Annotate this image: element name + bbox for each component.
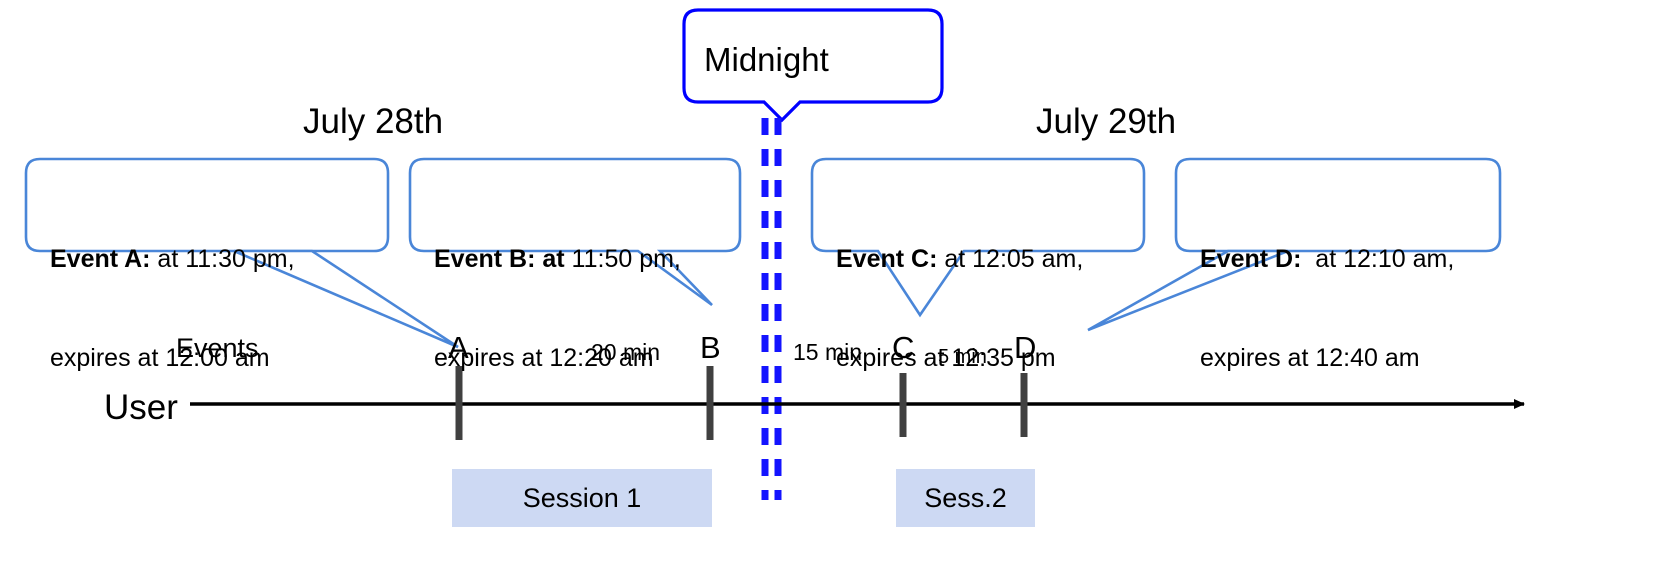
- event-tick-label-a: A: [448, 330, 469, 365]
- session-box-1: Session 1: [452, 469, 712, 527]
- date-label-july-28: July 28th: [303, 102, 444, 141]
- event-b-strong: Event B: at: [434, 244, 565, 273]
- gap-label-15-min: 15 min: [793, 339, 863, 365]
- event-d-strong: Event D:: [1200, 244, 1302, 273]
- event-c-line2: expires at 12:35 pm: [836, 344, 1056, 373]
- event-tick-label-d: D: [1014, 330, 1037, 365]
- event-c-line1-rest: at 12:05 am,: [937, 244, 1084, 273]
- session-box-2: Sess.2: [896, 469, 1035, 527]
- event-a-text: Event A: at 11:30 pm, expires at 12:00 a…: [50, 176, 295, 442]
- event-b-callout-shape: [408, 157, 742, 307]
- event-a-callout-shape: [24, 157, 459, 349]
- timeline-ticks: [455, 366, 1028, 440]
- event-b-line2: expires at 12:20 am: [434, 344, 654, 373]
- row-label-events: Events: [176, 333, 259, 363]
- event-b-line1-rest: 11:50 pm,: [564, 244, 681, 273]
- event-d-line1-rest: at 12:10 am,: [1308, 244, 1455, 273]
- event-c-text: Event C: at 12:05 am, expires at 12:35 p…: [836, 176, 1083, 442]
- event-b-text: Event B: at 11:50 pm, expires at 12:20 a…: [434, 176, 681, 442]
- event-d-text: Event D: at 12:10 am, expires at 12:40 a…: [1200, 176, 1454, 442]
- event-tick-label-b: B: [700, 330, 721, 365]
- event-tick-label-c: C: [892, 330, 915, 365]
- gap-label-5-min: 5 min: [938, 346, 987, 368]
- event-c-strong: Event C:: [836, 244, 938, 273]
- midnight-callout-shape: [682, 8, 944, 123]
- event-d-callout-shape: [1087, 157, 1502, 332]
- event-a-strong: Event A:: [50, 244, 151, 273]
- session-1-label: Session 1: [522, 482, 642, 513]
- midnight-label: Midnight: [704, 41, 829, 78]
- midnight-dashed-line: [761, 118, 782, 500]
- session-2-label: Sess.2: [924, 482, 1007, 513]
- event-c-callout-shape: [810, 157, 1146, 318]
- event-d-line2: expires at 12:40 am: [1200, 344, 1420, 373]
- gap-label-20-min: 20 min: [591, 339, 661, 365]
- event-a-line1-rest: at 11:30 pm,: [150, 244, 295, 273]
- date-label-july-29: July 29th: [1036, 102, 1177, 141]
- row-label-user: User: [104, 388, 178, 427]
- event-a-line2: expires at 12:00 am: [50, 344, 270, 373]
